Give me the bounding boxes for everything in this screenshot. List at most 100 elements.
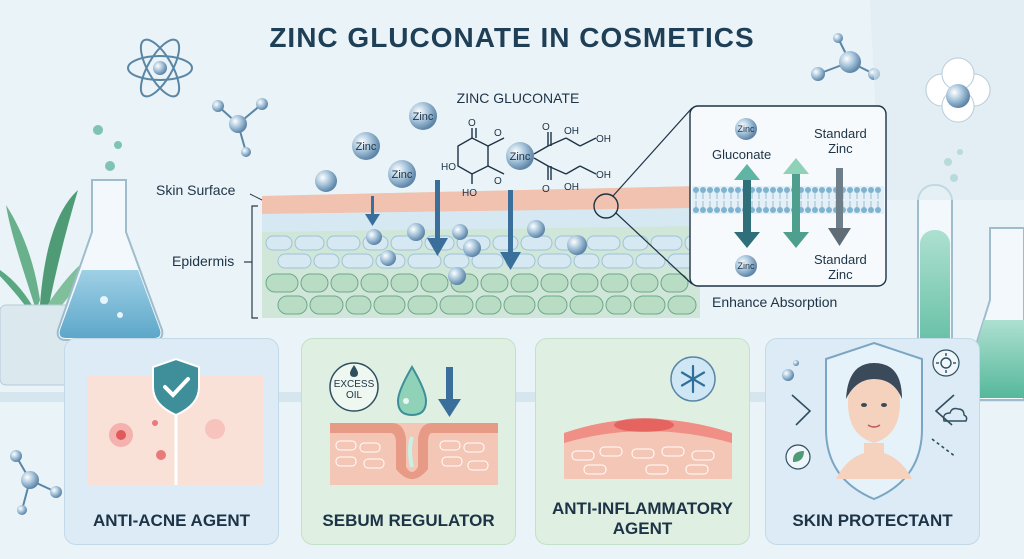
inset-standard-zinc-top: Standard Zinc xyxy=(814,126,867,156)
skin-cell xyxy=(475,295,502,315)
skin-cell xyxy=(407,253,442,269)
flask-illustration xyxy=(56,179,164,341)
zinc-bubble: Zinc xyxy=(409,102,437,130)
down-arrow-icon xyxy=(438,367,461,417)
skin-cell xyxy=(503,295,536,315)
skin-cell xyxy=(345,295,372,315)
skin-cell xyxy=(390,273,419,293)
svg-text:OH: OH xyxy=(596,170,611,181)
snowflake-icon xyxy=(670,356,716,402)
svg-text:O: O xyxy=(468,118,476,129)
card-title: ANTI-ACNE AGENT xyxy=(92,511,251,530)
svg-text:Zinc: Zinc xyxy=(392,169,413,181)
skin-cell xyxy=(341,253,374,269)
skin-cell xyxy=(277,295,308,315)
skin-cell xyxy=(630,273,659,293)
skin-cell xyxy=(420,273,449,293)
skin-cell xyxy=(510,273,539,293)
zinc-bubble: Zinc xyxy=(352,132,380,160)
skin-cell xyxy=(569,295,604,315)
skin-cell xyxy=(660,273,689,293)
svg-text:OH: OH xyxy=(564,126,579,137)
inset-caption: Enhance Absorption xyxy=(712,294,838,310)
excess-oil-badge-text: EXCESS OIL xyxy=(333,379,375,401)
svg-text:HO: HO xyxy=(462,188,477,199)
inset-standard-zinc-bottom: Standard Zinc xyxy=(814,252,867,282)
skin-cell xyxy=(480,273,509,293)
protectant-illustration xyxy=(782,341,968,501)
zinc-gluconate-structure xyxy=(457,128,597,184)
card-title: ANTI-INFLAMMATORY AGENT xyxy=(552,499,733,538)
skin-cell xyxy=(540,273,569,293)
zinc-center-atom xyxy=(506,142,534,170)
skin-cell xyxy=(326,235,361,251)
svg-text:OH: OH xyxy=(596,134,611,145)
skin-cell xyxy=(650,235,683,251)
shield-check-icon xyxy=(152,357,200,417)
cell-membrane xyxy=(692,186,884,214)
card-anti-inflammatory: ANTI-INFLAMMATORY AGENT xyxy=(535,338,750,545)
inset-zinc-top: Zinc xyxy=(737,124,755,134)
inset-zinc-bottom: Zinc xyxy=(737,261,755,271)
zoom-circle xyxy=(593,193,619,219)
down-arrow-right xyxy=(828,168,851,246)
skin-cell xyxy=(300,273,329,293)
svg-text:OH: OH xyxy=(564,182,579,193)
molecule-name: ZINC GLUCONATE xyxy=(457,90,580,106)
inflammation-illustration xyxy=(564,356,732,479)
skin-cell xyxy=(667,295,697,315)
double-arrow-left xyxy=(734,164,760,248)
skin-cell xyxy=(439,295,474,315)
skin-cell xyxy=(635,253,666,269)
skin-layers xyxy=(262,186,700,318)
skin-cell xyxy=(330,273,359,293)
svg-text:Zinc: Zinc xyxy=(413,111,434,123)
skin-cell xyxy=(309,295,344,315)
card-skin-protectant: SKIN PROTECTANT xyxy=(765,338,980,545)
skin-cell xyxy=(600,273,629,293)
skin-cell xyxy=(407,295,438,315)
svg-text:HO: HO xyxy=(441,162,456,173)
atom-labels: O O O HO HO O O OH OH OH OH xyxy=(441,118,611,199)
skin-cell xyxy=(313,253,340,269)
zinc-bubble: Zinc xyxy=(388,160,416,188)
skin-surface-label: Skin Surface xyxy=(156,182,236,198)
excess-oil-badge-icon xyxy=(329,362,379,412)
skin-cell xyxy=(360,273,389,293)
double-arrow-middle xyxy=(783,158,809,248)
skin-cell xyxy=(520,235,553,251)
face-icon xyxy=(836,363,912,479)
oil-drop-icon xyxy=(396,365,428,417)
svg-text:O: O xyxy=(494,128,502,139)
sebum-illustration xyxy=(329,362,498,485)
skin-cell xyxy=(471,253,504,269)
inset-gluconate-label: Gluconate xyxy=(712,147,772,162)
acne-illustration xyxy=(87,357,263,485)
skin-surface-leader xyxy=(249,193,263,201)
skin-cell xyxy=(586,235,621,251)
epidermis-bracket xyxy=(251,205,258,319)
skin-cell xyxy=(605,295,632,315)
card-title: SEBUM REGULATOR xyxy=(322,511,495,530)
skin-cell xyxy=(265,273,299,293)
card-title: SKIN PROTECTANT xyxy=(792,511,953,530)
skin-cell xyxy=(537,295,568,315)
skin-absorption-diagram: Zinc Zinc Zinc Zinc ZINC GLUCONATE O O O xyxy=(244,90,887,319)
page-title: ZINC GLUCONATE IN COSMETICS xyxy=(269,22,755,53)
atom-icon xyxy=(127,38,193,98)
epidermis-label: Epidermis xyxy=(172,253,235,269)
skin-cell xyxy=(537,253,572,269)
leaf-icon xyxy=(785,444,811,470)
absorption-inset: Zinc Zinc xyxy=(689,105,887,287)
skin-cell xyxy=(601,253,634,269)
skin-cell xyxy=(573,253,600,269)
skin-cell xyxy=(277,253,312,269)
svg-text:Zinc: Zinc xyxy=(356,141,377,153)
svg-text:O: O xyxy=(542,184,550,195)
cloud-icon xyxy=(942,407,968,422)
zinc-center-label: Zinc xyxy=(510,151,531,163)
svg-text:O: O xyxy=(494,176,502,187)
penetration-arrows xyxy=(365,180,521,270)
skin-cell xyxy=(492,235,519,251)
